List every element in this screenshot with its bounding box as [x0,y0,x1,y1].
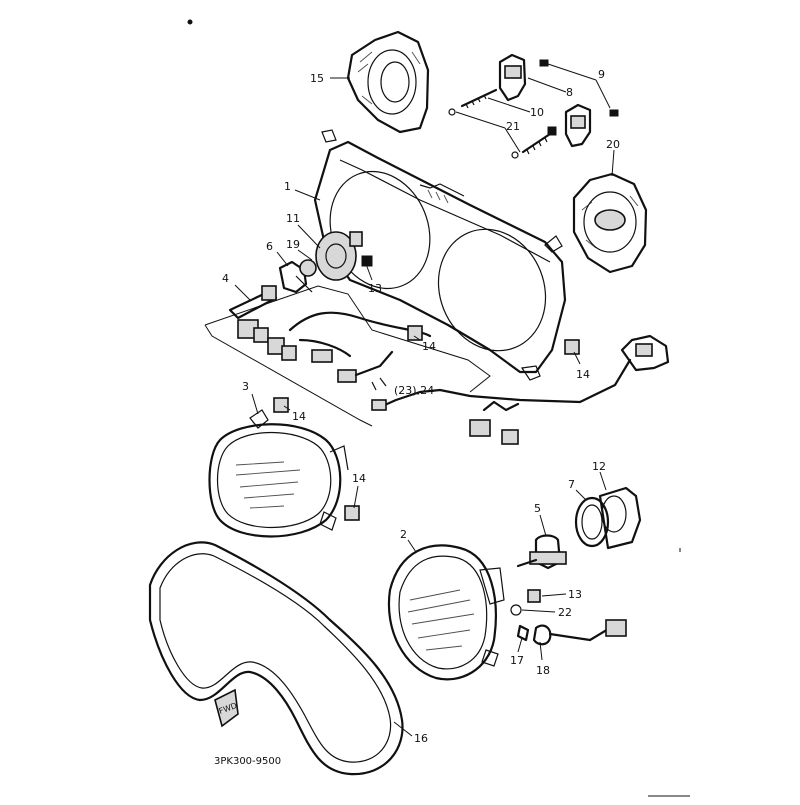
callout-16: 17 [510,654,524,667]
callout-9: 9 [598,68,605,81]
callout-6: 6 [266,240,273,253]
callout-1: 1 [284,180,291,193]
callout-14-right: 14 [576,368,590,381]
callout-17: 18 [536,664,550,677]
callout-2: 2 [400,528,407,541]
socket-assembly [278,231,373,294]
callout-5: 5 [534,502,541,515]
adjuster-screws [448,53,619,159]
bulb-and-cap [516,486,642,570]
harness-group-bracket [204,285,491,427]
small-hardware [510,589,627,646]
callout-19: 19 [286,238,300,251]
callout-18: 15 [310,72,324,85]
rear-cover-left [346,30,430,134]
callout-14-left: 14 [292,410,306,423]
speck-mark [187,19,193,25]
callout-21: 21 [506,120,520,133]
headlight-unit-right [387,544,505,681]
callout-8: 8 [566,86,573,99]
grommets [273,325,580,521]
callout-10: 10 [530,106,544,119]
leader-lines [234,63,615,737]
callout-23-24: (23),24 [394,384,434,397]
doc-code: 3PK300-9500 [214,756,281,767]
callout-14-housing: 14 [422,340,436,353]
callout-22: 22 [558,606,572,619]
callout-20: 20 [606,138,620,151]
headlight-unit-left [208,409,349,538]
callout-3: 3 [242,380,249,393]
callout-7: 7 [568,478,575,491]
headlight-bezel [148,541,404,776]
callouts: 15 9 8 10 21 20 1 11 19 6 4 13 14 14 (23… [222,68,620,745]
callout-12: 12 [592,460,606,473]
callout-13-top: 13 [368,282,382,295]
callout-14-lower: 14 [352,472,366,485]
callout-13-lower: 13 [568,588,582,601]
callout-11: 11 [286,212,300,225]
callout-4: 4 [222,272,229,285]
rear-cover-right [572,172,648,274]
callout-15: 16 [414,732,428,745]
wire-harness [228,285,670,445]
